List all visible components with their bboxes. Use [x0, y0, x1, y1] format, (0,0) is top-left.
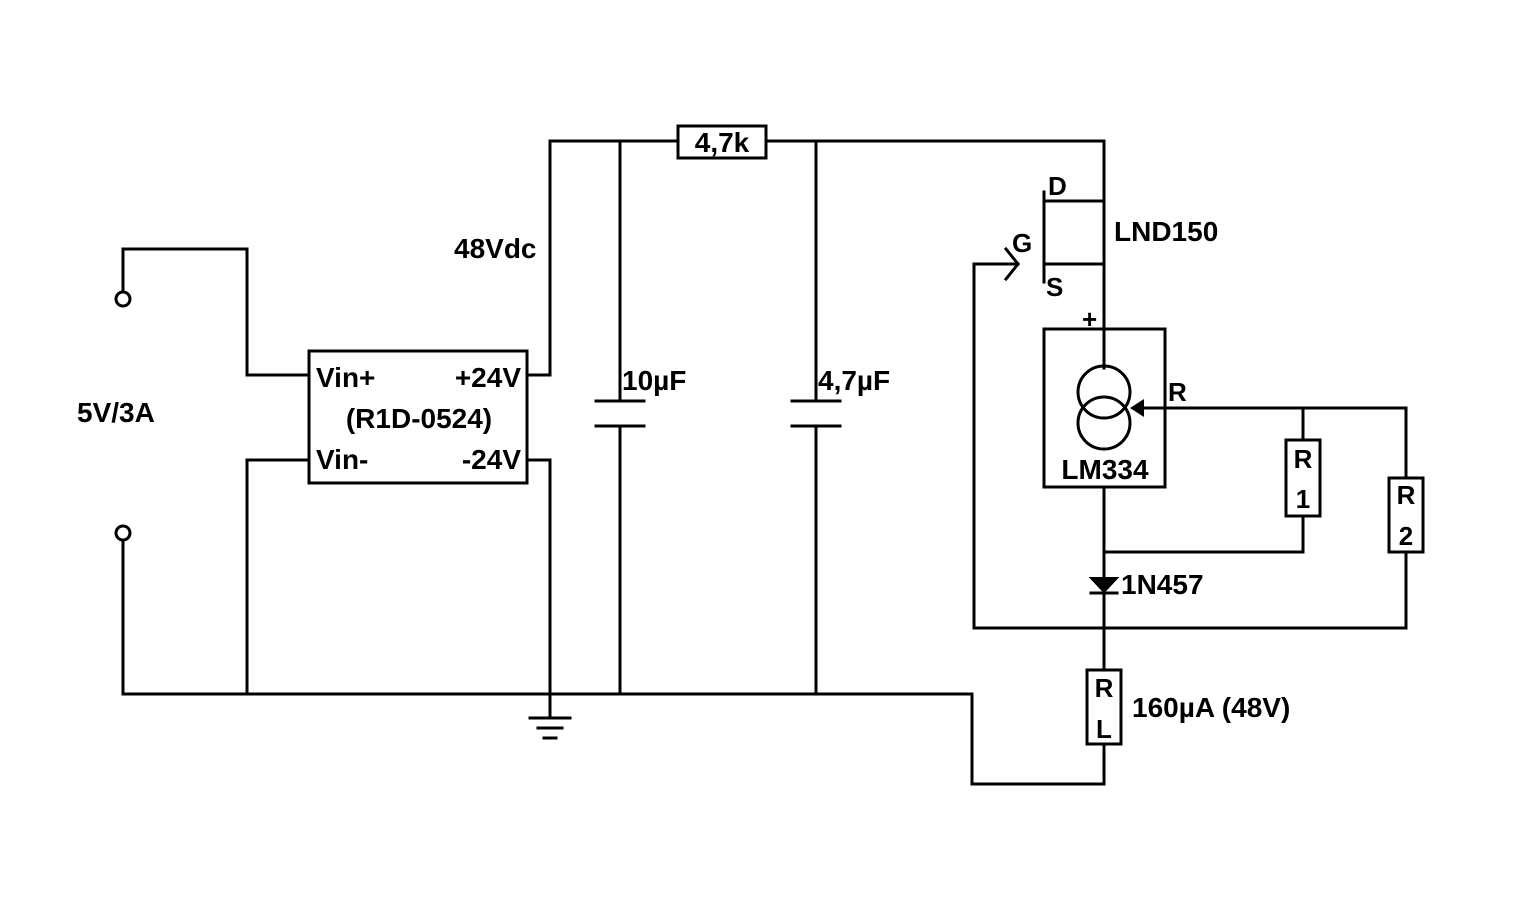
resistor-series-label: 4,7k — [695, 127, 750, 158]
wire-vin-minus — [245, 458, 311, 696]
converter-out-plus-label: +24V — [455, 362, 521, 393]
current-source-r-label: R — [1168, 377, 1187, 407]
resistor-r2-label-2: 2 — [1399, 521, 1413, 551]
resistor-load-label-1: R — [1095, 673, 1114, 703]
resistor-r1-label-1: R — [1294, 444, 1313, 474]
input-voltage-label: 5V/3A — [77, 397, 155, 428]
current-source-plus-label: + — [1082, 304, 1097, 334]
capacitor-1 — [594, 139, 646, 696]
ground-icon — [528, 716, 572, 740]
resistor-series — [676, 124, 768, 160]
mosfet-gate-label: G — [1012, 228, 1032, 258]
resistor-load-label-2: L — [1096, 714, 1112, 744]
input-terminals — [114, 247, 1106, 786]
supply-voltage-label: 48Vdc — [454, 233, 537, 264]
diode-part-label: 1N457 — [1121, 569, 1204, 600]
mosfet-source-label: S — [1046, 272, 1063, 302]
arrow-head-icon — [1130, 399, 1144, 417]
capacitor-1-label: 10µF — [622, 365, 686, 396]
current-source-part-label: LM334 — [1061, 454, 1149, 485]
resistor-load — [1085, 668, 1123, 746]
capacitor-2 — [790, 139, 842, 696]
resistor-r1-label-2: 1 — [1296, 484, 1310, 514]
input-terminal-bottom — [114, 524, 132, 542]
wire-out-plus — [525, 139, 680, 377]
resistor-r1 — [1284, 438, 1322, 518]
current-source-icon — [1076, 364, 1132, 420]
current-source-block — [1042, 327, 1408, 489]
dcdc-converter: Vin+ +24V (R1D-0524) Vin- -24V — [307, 349, 529, 485]
mosfet-part-label: LND150 — [1114, 216, 1218, 247]
wire-input-negative — [121, 538, 1106, 786]
converter-part-label: (R1D-0524) — [346, 403, 492, 434]
wire-r1-bottom — [1102, 514, 1305, 554]
resistor-r2-label-1: R — [1397, 480, 1416, 510]
converter-out-minus-label: -24V — [462, 444, 521, 475]
mosfet-drain-label: D — [1048, 171, 1067, 201]
converter-box — [307, 349, 529, 485]
capacitor-2-label: 4,7µF — [818, 365, 890, 396]
wire-top-rail-right — [764, 139, 1106, 331]
wire-gate-feedback — [972, 262, 1408, 630]
wire-input-positive — [121, 247, 311, 377]
load-current-label: 160µA (48V) — [1132, 692, 1290, 723]
diode-icon — [1088, 577, 1120, 595]
converter-vin-minus-label: Vin- — [316, 444, 368, 475]
input-terminal-top — [114, 290, 132, 308]
resistor-r2 — [1387, 476, 1425, 554]
wire-out-minus — [525, 458, 552, 720]
mosfet-symbol — [972, 190, 1106, 284]
converter-vin-plus-label: Vin+ — [316, 362, 375, 393]
